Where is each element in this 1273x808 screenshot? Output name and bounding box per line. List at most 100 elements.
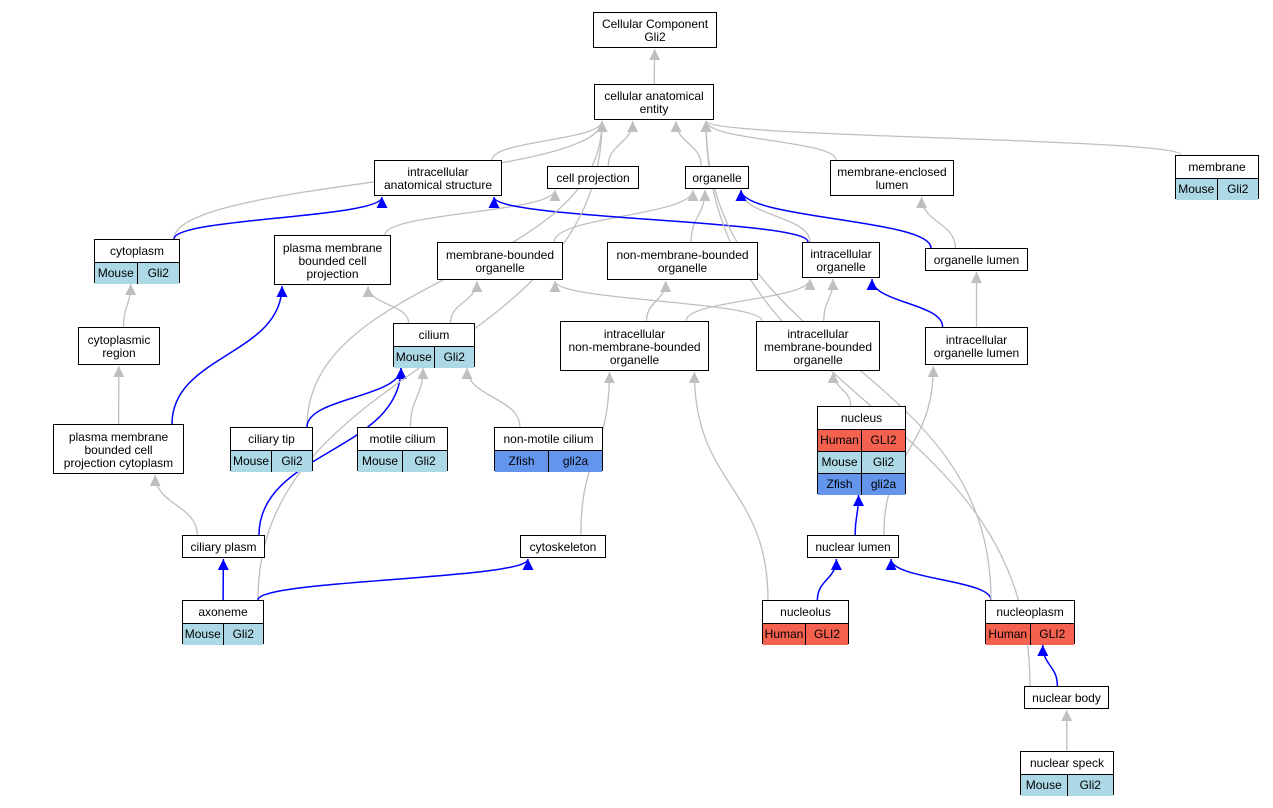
node-label-line: cell projection [556, 171, 630, 185]
node-cilplasm[interactable]: ciliary plasm [182, 535, 265, 558]
edge-nucbody-to-nucleoplasm [1037, 644, 1059, 687]
node-label-line: cilium [418, 327, 450, 342]
node-label-line: intracellular [810, 247, 872, 261]
node-label-line: intracellular [603, 326, 666, 341]
node-label-line: membrane [1188, 159, 1246, 174]
edge-ias-to-cae [491, 120, 608, 161]
node-label-line: membrane-bounded [763, 339, 873, 354]
edge-cellproj-to-cae [607, 120, 639, 167]
node-label-line: lumen [875, 178, 909, 192]
node-label-line: projection cytoplasm [63, 455, 174, 470]
species-cell: Human [988, 627, 1028, 641]
edge-cilium-to-pmbcp [362, 285, 410, 324]
node-label-line: motile cilium [369, 431, 436, 446]
species-cell: Mouse [361, 454, 399, 468]
node-label-line: Cellular Component [601, 17, 709, 31]
edge-membrane-to-cae [700, 120, 1182, 156]
gene-symbol-cell: Gli2 [222, 624, 264, 645]
node-label-line: organelle lumen [933, 346, 1020, 360]
species-cell: Zfish [508, 454, 535, 468]
node-label-line: entity [639, 102, 669, 116]
node-label-line: nuclear lumen [815, 540, 891, 554]
gene-symbol-cell: gli2a [548, 451, 602, 472]
node-label-line: organelle [609, 352, 660, 367]
node-label-line: organelle [692, 171, 742, 185]
edge-cilium-to-mbo [449, 280, 483, 324]
node-label-line: intracellular [407, 165, 469, 179]
node-label-line: nuclear speck [1029, 755, 1105, 770]
node-nucbody[interactable]: nuclear body [1024, 686, 1109, 709]
edge-nucbody-to-cae [700, 120, 1031, 687]
edge-cilplasm-to-pmbcpc [149, 474, 198, 536]
node-organelle[interactable]: organelle [685, 166, 749, 189]
node-label-line: bounded cell [84, 442, 153, 457]
node-label: organelle [686, 167, 748, 190]
gene-symbol-cell: Gli2 [136, 263, 180, 284]
species-row: Zfish gli2a [495, 450, 602, 472]
edge-iol-to-io [866, 278, 944, 328]
edge-nucleoplasm-to-nuclumen [885, 558, 992, 601]
node-label-line: cytoskeleton [529, 540, 597, 554]
species-cell: Human [820, 433, 859, 447]
edge-cytoplasm-to-ias [173, 196, 388, 240]
edge-ol-to-mel [916, 196, 957, 249]
gene-symbol-cell: Gli2 [433, 347, 475, 368]
species-cell: Mouse [1025, 778, 1062, 792]
edge-cilplasm-to-cilium [258, 367, 407, 536]
node-label: cytoskeleton [521, 536, 605, 559]
node-label-line: anatomical structure [383, 178, 493, 192]
node-ol[interactable]: organelle lumen [925, 248, 1028, 271]
edge-cytoreg-to-cytoplasm [122, 283, 137, 328]
species-cell: Mouse [97, 266, 134, 280]
node-cytoskel[interactable]: cytoskeleton [520, 535, 606, 558]
node-label: nuclear lumen [808, 536, 898, 559]
node-nuclumen[interactable]: nuclear lumen [807, 535, 899, 558]
node-label-line: bounded cell [298, 253, 367, 268]
node-cellproj[interactable]: cell projection [547, 166, 639, 189]
node-label-line: cytoplasmic [87, 333, 151, 347]
node-label-line: non-motile cilium [503, 431, 594, 446]
edge-motcil-to-cilium [409, 367, 429, 428]
node-label: membrane [1176, 156, 1258, 178]
gene-symbol-cell: Gli2 [861, 452, 905, 473]
node-label: nucleus [818, 407, 905, 429]
